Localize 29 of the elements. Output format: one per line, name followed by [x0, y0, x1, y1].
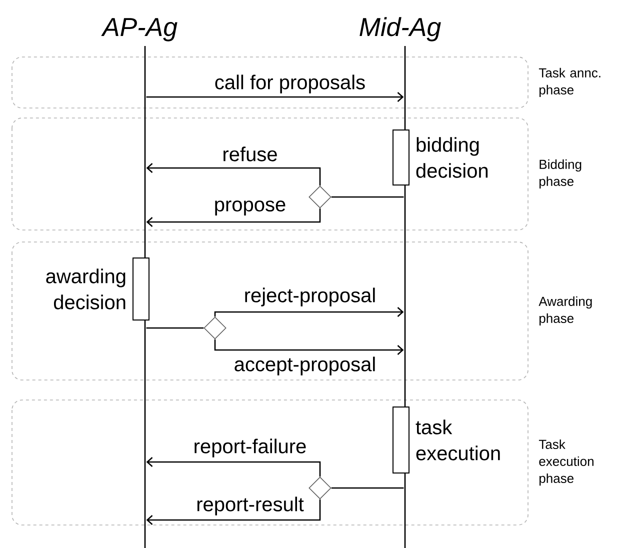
arrow [214, 307, 404, 317]
node-label: bidding decision [416, 137, 488, 178]
arrow [146, 163, 321, 186]
phase-label: Task execution phase [538, 439, 594, 486]
phase-label: Bidding phase [540, 159, 582, 189]
decision-diamond [308, 476, 332, 500]
arrow [146, 208, 321, 227]
activation-box: awarding decision [46, 258, 150, 320]
edge-label: report-result [195, 496, 305, 516]
edge-label: propose [212, 200, 288, 216]
activation-box: bidding decision [392, 130, 488, 186]
arrow [214, 339, 404, 355]
node-label: awarding decision [46, 268, 126, 310]
phase-label: Task annc. phase [538, 68, 600, 98]
edge-label: refuse [221, 146, 279, 162]
activation-box: task execution [392, 406, 500, 474]
node-label: AP-Ag [101, 18, 178, 42]
edge-label: accept-proposal [232, 356, 378, 376]
decision-diamond [204, 316, 226, 340]
phase-label: Awarding phase [538, 296, 592, 326]
arrow [146, 499, 321, 525]
decision-diamond [308, 186, 332, 208]
edge-label: report-failure [192, 438, 308, 458]
edge-label: reject-proposal [242, 286, 378, 308]
arrow [146, 92, 404, 102]
arrow [146, 457, 321, 477]
node-label: task execution [416, 420, 500, 460]
edge-label: call for proposals [213, 74, 367, 94]
node-label: Mid-Ag [360, 17, 441, 42]
